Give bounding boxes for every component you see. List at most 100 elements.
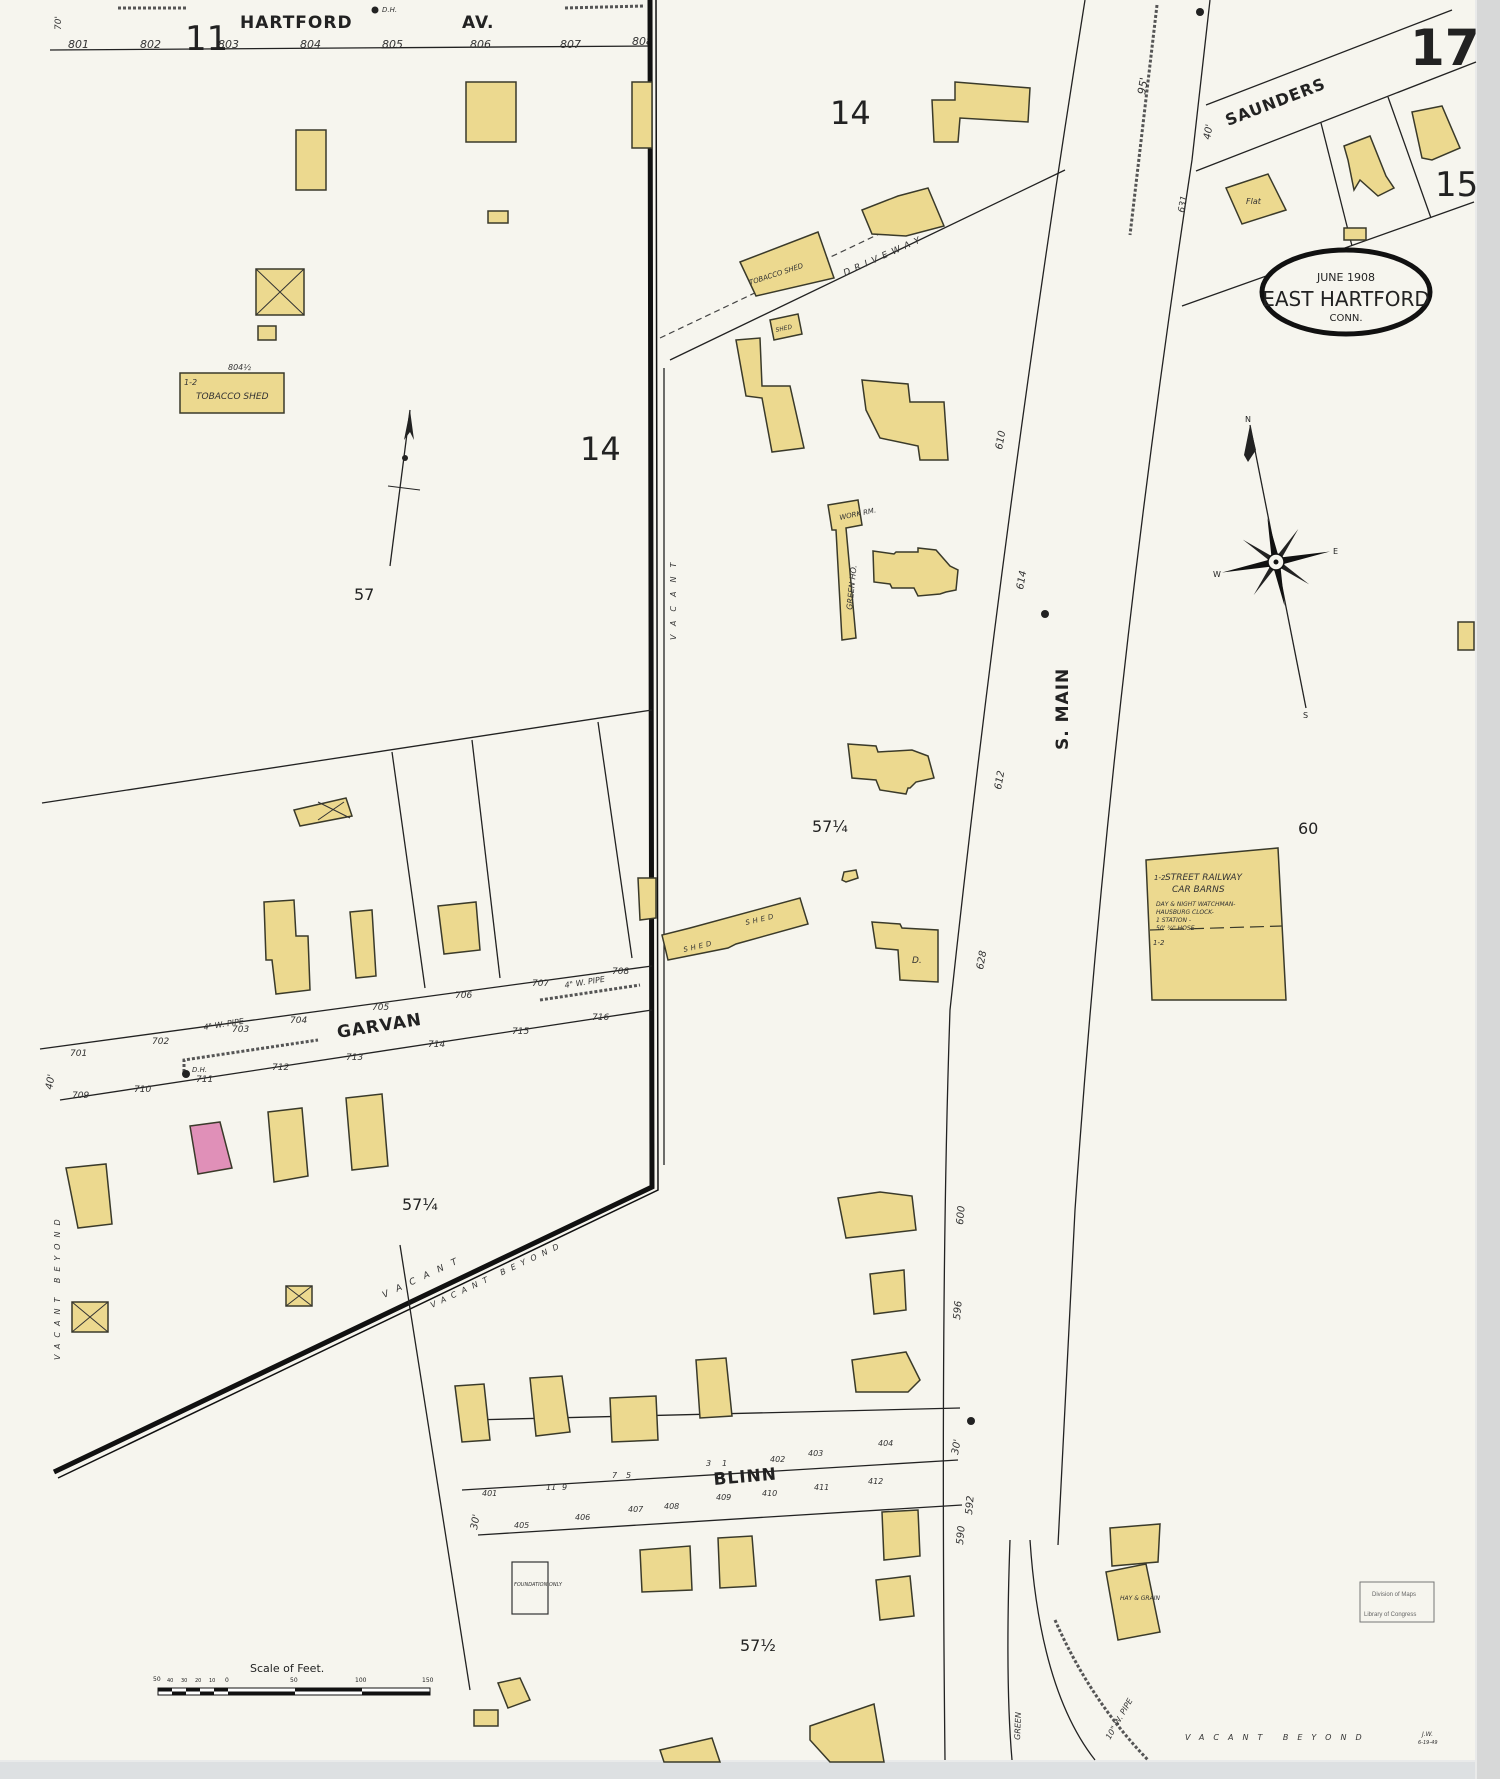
street-width: 30' (469, 1513, 483, 1530)
library-stamp: Division of Maps Library of Congress (1359, 1581, 1435, 1623)
building-stories: 1-2 (1153, 939, 1165, 947)
address: 714 (428, 1040, 445, 1050)
map-state: CONN. (1330, 313, 1363, 324)
street-width: 70' (54, 16, 64, 30)
shed (659, 1737, 722, 1763)
flat (695, 1357, 733, 1419)
flat (267, 1107, 309, 1183)
building-label: CAR BARNS (1172, 885, 1225, 895)
dwelling (881, 1509, 921, 1561)
water-pipe (564, 4, 646, 10)
vacant-label: VACANT BEYOND (53, 1213, 62, 1360)
garage (861, 187, 946, 237)
address: 590 (955, 1525, 968, 1545)
street-width: 40' (44, 1073, 58, 1090)
scale-title: Scale of Feet. (250, 1662, 324, 1675)
block-number: 14 (580, 430, 621, 468)
map-date: JUNE 1908 (1316, 271, 1375, 284)
dwelling (295, 129, 327, 191)
address: 411 (814, 1483, 829, 1492)
address: 709 (72, 1091, 89, 1101)
address: 704 (290, 1016, 307, 1026)
building-label: TOBACCO SHED (196, 392, 269, 402)
s-main-street: S. MAIN 610 614 612 628 600 596 590 592 … (942, 0, 1211, 1762)
driveway: DRIVEWAY (659, 169, 1066, 361)
address: 715 (512, 1027, 529, 1037)
title-cartouche: JUNE 1908 EAST HARTFORD CONN. (1259, 247, 1433, 337)
dwelling (437, 901, 481, 955)
street-label-av: AV. (462, 13, 494, 33)
hay-and-grain (1105, 1563, 1161, 1641)
dwelling (1343, 135, 1396, 197)
address: 412 (868, 1477, 883, 1486)
address: 713 (346, 1053, 363, 1063)
building-stories: 1-2 (1154, 874, 1166, 882)
block-number: 60 (1298, 819, 1318, 838)
scale-tick: 150 (422, 1677, 434, 1684)
compass-south: S (1303, 711, 1308, 720)
stamp-line: Division of Maps (1372, 1592, 1416, 1598)
block-number: 14 (830, 94, 871, 132)
scale-tick: 0 (225, 1677, 229, 1684)
building-note: 50' ¾" HOSE- (1156, 925, 1197, 932)
greenhouse (827, 499, 863, 641)
address: 405 (514, 1521, 529, 1530)
dwelling (1411, 105, 1461, 161)
double-dwelling (639, 1545, 693, 1593)
building-label: SHED (775, 324, 793, 334)
street-label-green: GREEN (1013, 1712, 1023, 1740)
street-width: 30' (950, 1438, 964, 1455)
water-pipe (182, 1038, 319, 1072)
compass-east: E (1333, 547, 1338, 556)
address: 703 (232, 1025, 249, 1035)
block-number: 57¼ (812, 817, 848, 836)
address: 716 (592, 1013, 609, 1023)
shed (257, 325, 277, 341)
address: 592 (964, 1495, 977, 1515)
buildings: TOBACCO SHED 1-2 804½ TOBACCO SHED SHED … (65, 81, 1475, 1763)
hydrant-icon (371, 6, 379, 14)
building-label: STREET RAILWAY (1165, 873, 1244, 883)
dwelling (349, 909, 377, 979)
building-label: FOUNDATION ONLY (514, 1582, 563, 1588)
address: 708 (612, 967, 629, 977)
street-width: 40' (1202, 123, 1216, 140)
street-width: 95' (1135, 76, 1151, 95)
address: 403 (808, 1449, 823, 1458)
dwelling (851, 1351, 921, 1393)
address: 7 (612, 1471, 618, 1480)
address: 807 (560, 38, 581, 51)
street-label-driveway: DRIVEWAY (842, 234, 926, 279)
address: 404 (878, 1439, 893, 1448)
block-number: 57¼ (402, 1195, 438, 1214)
building-label: HAY & GRAIN (1120, 1595, 1160, 1602)
compass-rose: N S E W (1213, 415, 1338, 720)
dwelling (465, 81, 517, 143)
dwelling (847, 743, 935, 795)
address: 612 (993, 770, 1007, 791)
sheet-boundary-line (52, 0, 655, 1475)
hydrant-icon (967, 1417, 975, 1425)
compass-west: W (1213, 570, 1221, 579)
stamp-line: Library of Congress (1364, 1612, 1416, 1618)
scale-tick: 20 (195, 1678, 201, 1684)
water-pipe (1128, 4, 1159, 236)
shed (841, 869, 859, 883)
scale-bar: Scale of Feet. 50 40 30 20 10 0 50 100 1… (153, 1662, 434, 1696)
dwelling (869, 1269, 907, 1315)
long-shed (661, 897, 809, 961)
block-numbers: 14 14 57 57¼ 57¼ 57½ 60 (354, 94, 1318, 1655)
building (1457, 621, 1475, 651)
hydrant-label: D.H. (382, 6, 397, 14)
building-note: 1 STATION - (1156, 917, 1191, 924)
hydrant-icon (182, 1070, 190, 1078)
tobacco-shed (179, 372, 285, 414)
address: 614 (1015, 570, 1029, 591)
scale-tick: 30 (181, 1678, 187, 1684)
building-number: 804½ (228, 363, 251, 372)
street-label-blinn: BLINN (713, 1465, 778, 1490)
address: 610 (994, 430, 1008, 451)
adjacent-sheet-number: 11 (185, 19, 228, 59)
